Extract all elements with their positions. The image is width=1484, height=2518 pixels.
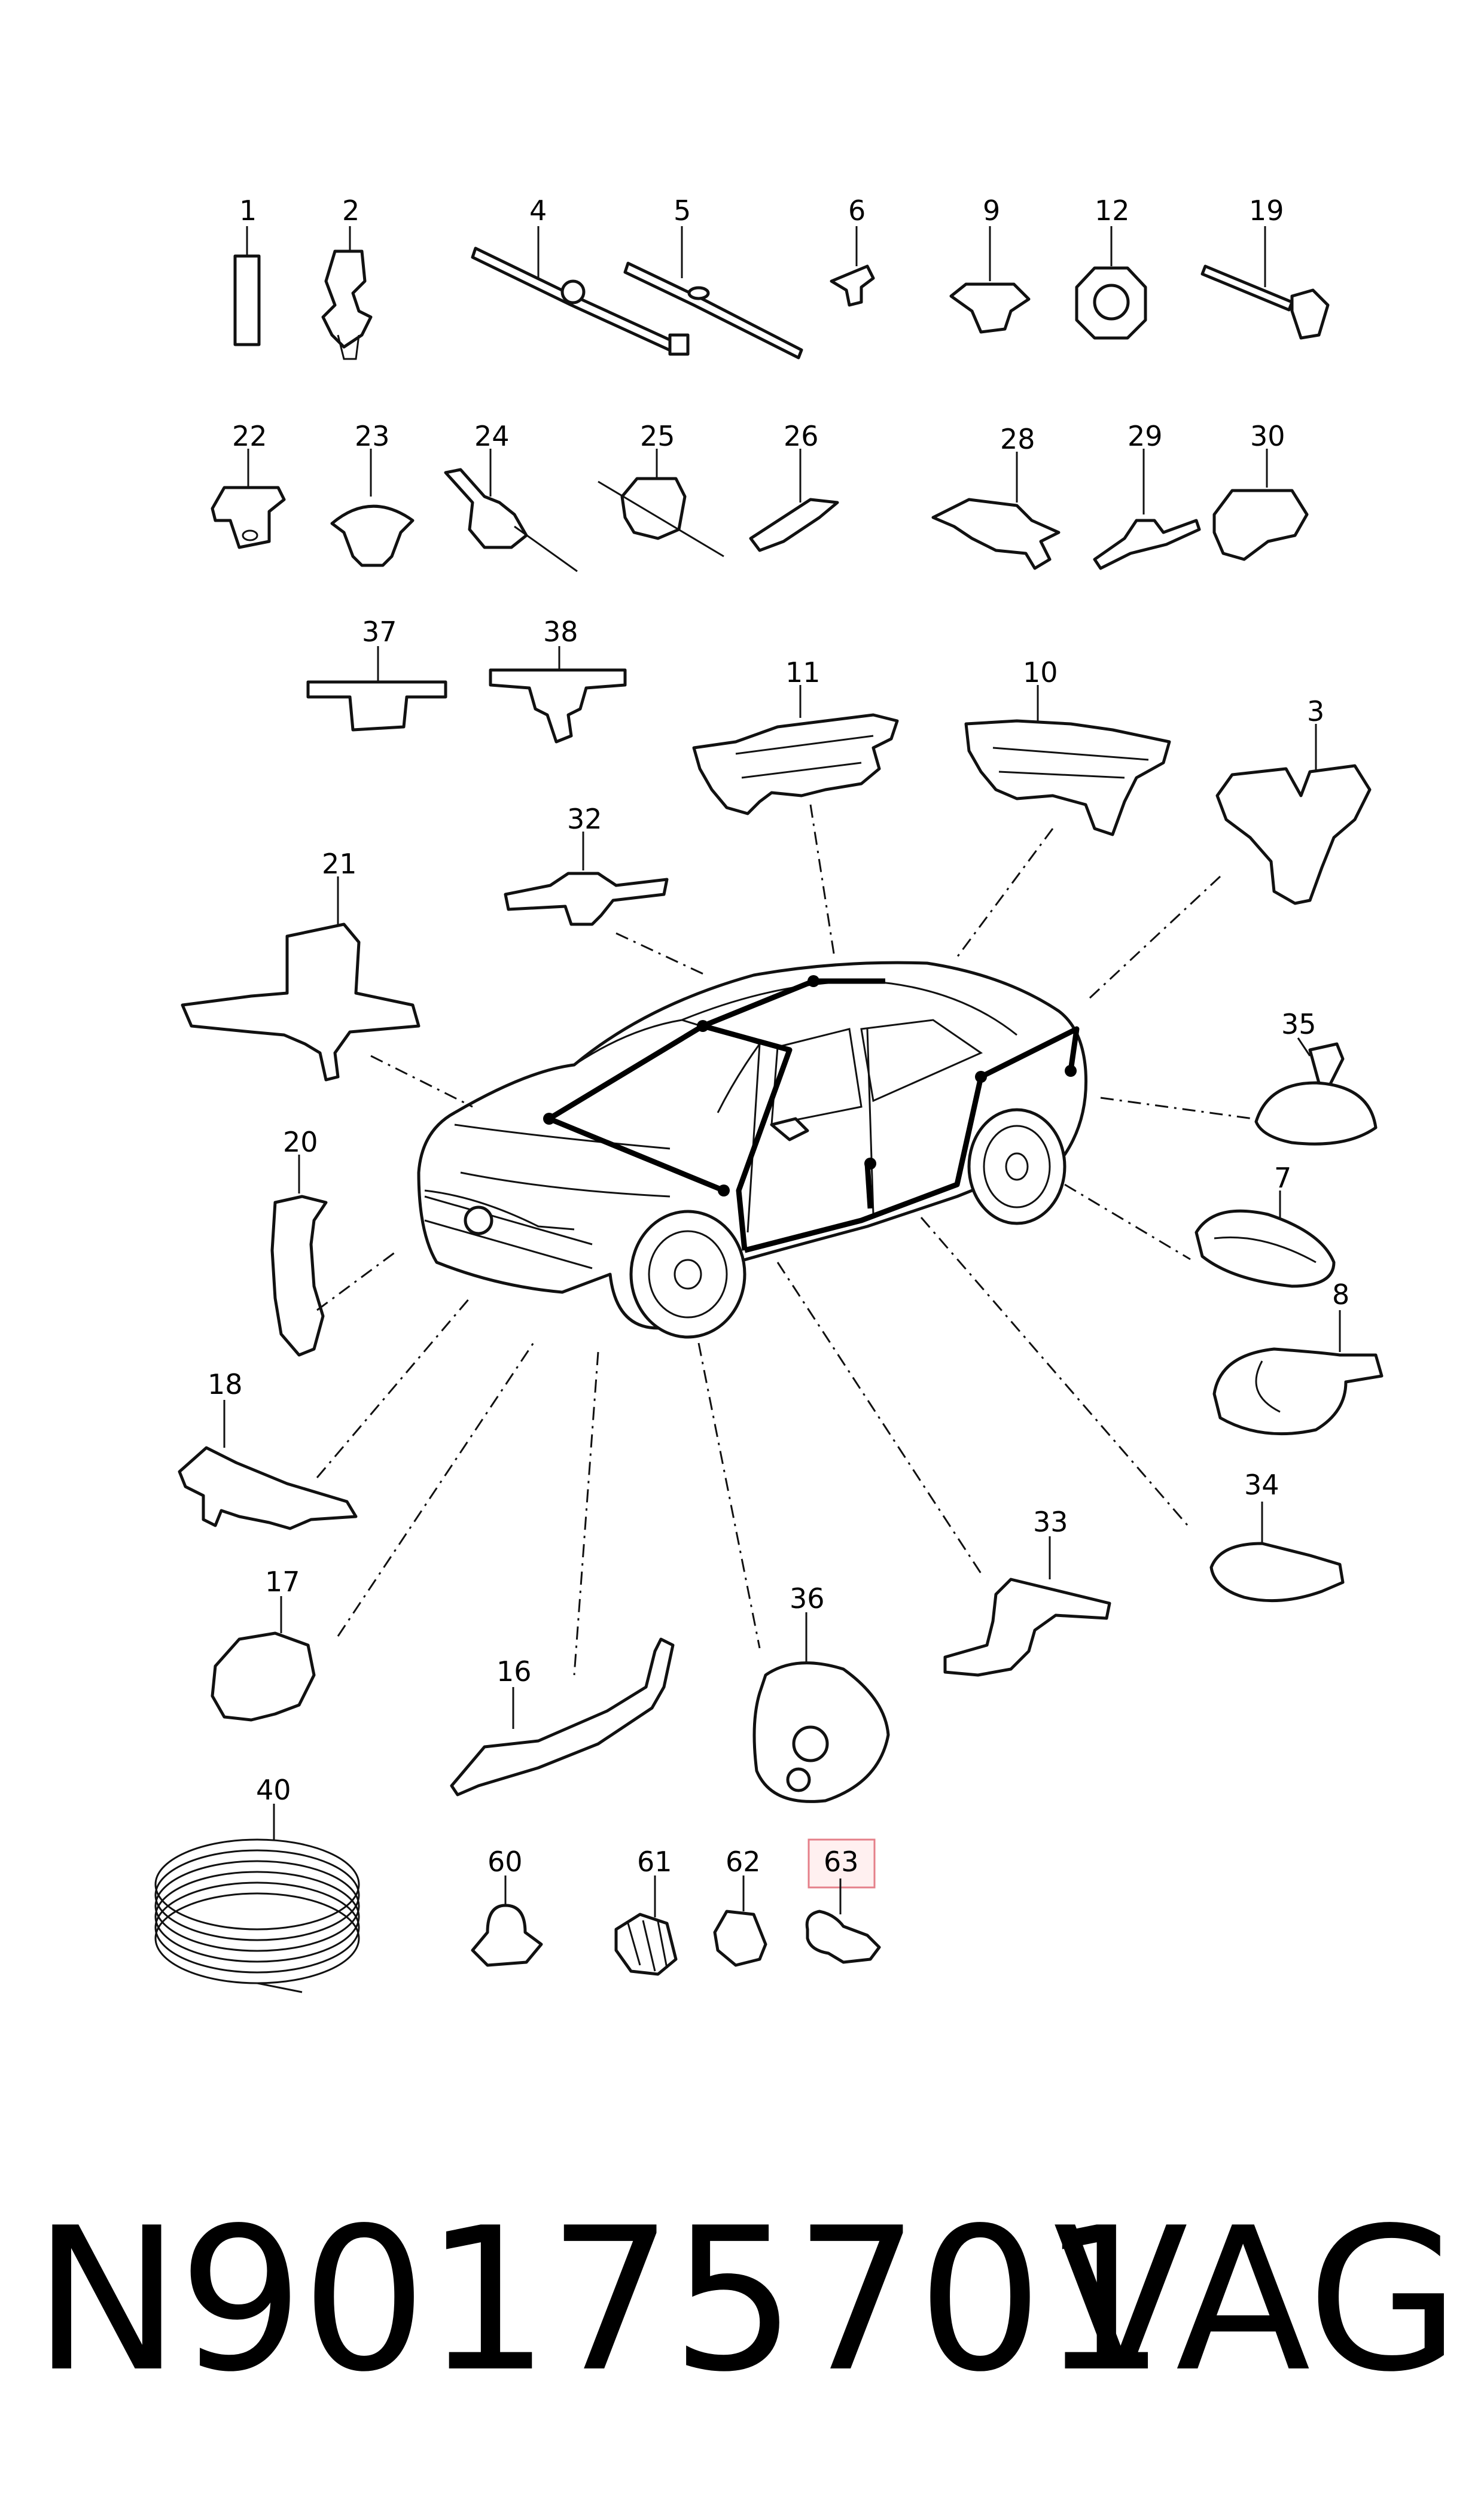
part-10: 10 — [964, 656, 1171, 836]
callout-17: 17 — [265, 1566, 300, 1598]
callout-24: 24 — [474, 420, 510, 452]
callout-4: 4 — [529, 194, 547, 227]
part-30: 30 — [1212, 420, 1309, 561]
callout-1: 1 — [239, 194, 257, 227]
callout-12: 12 — [1095, 194, 1130, 227]
callout-22: 22 — [232, 420, 267, 452]
part-35: 35 — [1254, 1008, 1378, 1146]
callout-10: 10 — [1023, 656, 1058, 689]
part-12: 12 — [1075, 194, 1147, 340]
part-5: 5 — [623, 194, 803, 360]
callout-32: 32 — [567, 803, 602, 835]
part-32: 32 — [504, 803, 669, 926]
callout-9: 9 — [983, 194, 1000, 227]
callout-5: 5 — [674, 194, 691, 227]
callout-40: 40 — [256, 1774, 291, 1806]
callout-26: 26 — [784, 420, 819, 452]
callout-62: 62 — [726, 1846, 761, 1878]
part-23: 23 — [330, 420, 415, 567]
part-1: 1 — [233, 194, 261, 346]
callout-61: 61 — [637, 1846, 672, 1878]
callout-11: 11 — [785, 656, 821, 689]
callout-8: 8 — [1332, 1278, 1349, 1311]
part-22: 22 — [211, 420, 286, 549]
part-3: 3 — [1215, 695, 1372, 905]
brand-label: VAG — [1053, 2185, 1460, 2415]
callout-23: 23 — [355, 420, 390, 452]
part-17: 17 — [211, 1566, 316, 1722]
callout-36: 36 — [790, 1582, 825, 1615]
callout-6: 6 — [848, 194, 866, 227]
part-7: 7 — [1194, 1162, 1336, 1288]
callout-28: 28 — [1000, 423, 1035, 455]
part-26: 26 — [749, 420, 839, 552]
part-63: 63 — [805, 1838, 881, 1964]
callout-38: 38 — [543, 616, 578, 648]
part-62: 62 — [713, 1846, 767, 1967]
part-61: 61 — [614, 1846, 678, 1976]
parts-diagram: 1 2 4 5 6 9 12 19 — [154, 194, 1384, 1993]
part-16: 16 — [450, 1637, 675, 1797]
callout-20: 20 — [283, 1126, 318, 1158]
callout-18: 18 — [208, 1368, 243, 1400]
callout-29: 29 — [1128, 420, 1163, 452]
part-28: 28 — [931, 423, 1061, 570]
callout-3: 3 — [1307, 695, 1324, 727]
part-36: 36 — [752, 1582, 890, 1803]
part-number: N90175701 — [33, 2185, 1166, 2415]
part-18: 18 — [178, 1368, 358, 1530]
part-6: 6 — [830, 194, 875, 307]
callout-37: 37 — [362, 616, 397, 648]
part-34: 34 — [1209, 1469, 1345, 1603]
part-38: 38 — [489, 616, 627, 744]
callout-25: 25 — [640, 420, 675, 452]
callout-2: 2 — [342, 194, 359, 227]
part-20: 20 — [270, 1126, 328, 1357]
callout-33: 33 — [1033, 1506, 1068, 1538]
callout-30: 30 — [1250, 420, 1285, 452]
callout-19: 19 — [1249, 194, 1284, 227]
callout-34: 34 — [1244, 1469, 1279, 1501]
dashed-leaders — [316, 804, 1254, 1676]
part-4: 4 — [471, 194, 690, 356]
callout-21: 21 — [322, 848, 357, 880]
callout-16: 16 — [496, 1655, 532, 1688]
callout-63-highlight — [807, 1838, 876, 1889]
callout-7: 7 — [1274, 1162, 1291, 1194]
part-29: 29 — [1093, 420, 1201, 570]
part-24: 24 — [444, 420, 578, 573]
part-21: 21 — [181, 848, 420, 1082]
callout-60: 60 — [487, 1846, 523, 1878]
part-11: 11 — [692, 656, 899, 815]
part-25: 25 — [598, 420, 724, 558]
part-60: 60 — [471, 1846, 543, 1967]
part-2: 2 — [321, 194, 373, 360]
part-37: 37 — [306, 616, 447, 732]
callout-63: 63 — [824, 1846, 859, 1878]
callout-35: 35 — [1281, 1008, 1317, 1040]
part-40: 40 — [154, 1774, 360, 1993]
part-8: 8 — [1212, 1278, 1384, 1436]
car-illustration — [417, 961, 1088, 1339]
part-9: 9 — [949, 194, 1031, 334]
part-19: 19 — [1200, 194, 1330, 340]
part-33: 33 — [943, 1506, 1111, 1677]
